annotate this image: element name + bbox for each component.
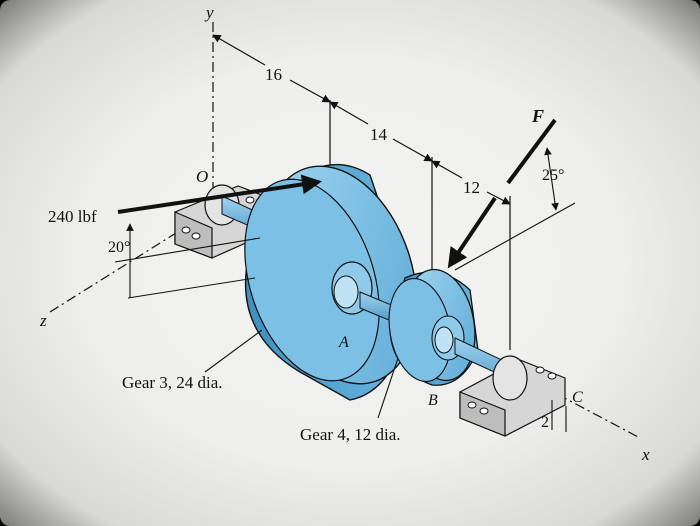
gear-4-label: Gear 4, 12 dia. xyxy=(300,425,401,444)
point-C-label: C xyxy=(572,389,583,406)
left-angle-label: 20° xyxy=(108,239,130,256)
right-force-label: F xyxy=(531,106,544,126)
y-axis-label: y xyxy=(204,3,214,22)
dimension-12-label: 12 xyxy=(463,178,480,197)
x-axis-label: x xyxy=(641,445,650,464)
z-axis-label: z xyxy=(39,311,47,330)
right-bearing xyxy=(459,355,566,437)
x-axis-line xyxy=(539,384,641,439)
dimension-16-label: 16 xyxy=(265,65,282,84)
point-A-label: A xyxy=(338,334,349,351)
dimension-14-label: 14 xyxy=(370,125,388,144)
origin-label: O xyxy=(196,167,208,186)
gear-3-label: Gear 3, 24 dia. xyxy=(122,373,223,392)
left-force-label: 240 lbf xyxy=(48,207,97,226)
dimension-2-label: 2 xyxy=(541,414,549,431)
dimension-2 xyxy=(551,400,567,432)
right-angle-label: 25° xyxy=(542,167,564,184)
force-F xyxy=(447,118,576,271)
force-240-lbf xyxy=(114,174,322,299)
point-B-label: B xyxy=(428,392,438,409)
dimension-lines xyxy=(212,34,511,350)
gear-3 xyxy=(244,163,418,401)
leader-lines xyxy=(204,329,399,419)
